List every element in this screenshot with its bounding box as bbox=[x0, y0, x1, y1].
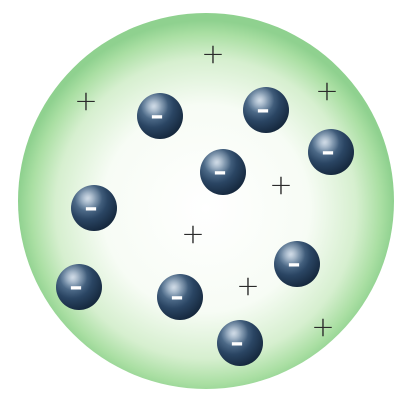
electron: – bbox=[56, 264, 102, 310]
electron: – bbox=[157, 274, 203, 320]
electron: – bbox=[308, 129, 354, 175]
positive-charge: + bbox=[181, 217, 204, 250]
positive-charge: + bbox=[311, 310, 334, 343]
electron: – bbox=[243, 87, 289, 133]
svg-text:–: – bbox=[171, 282, 184, 312]
svg-text:–: – bbox=[85, 193, 98, 223]
positive-charge: + bbox=[201, 37, 224, 70]
electron: – bbox=[137, 93, 183, 139]
svg-text:–: – bbox=[70, 272, 83, 302]
svg-text:–: – bbox=[151, 101, 164, 131]
positive-charge: + bbox=[269, 168, 292, 201]
svg-text:–: – bbox=[288, 249, 301, 279]
electron: – bbox=[274, 241, 320, 287]
positive-charge: + bbox=[74, 84, 97, 117]
svg-text:–: – bbox=[322, 137, 335, 167]
electron: – bbox=[217, 320, 263, 366]
positive-charge: + bbox=[236, 269, 259, 302]
electron: – bbox=[200, 149, 246, 195]
svg-text:–: – bbox=[257, 95, 270, 125]
positive-charge: + bbox=[315, 74, 338, 107]
electron: – bbox=[71, 185, 117, 231]
svg-text:–: – bbox=[231, 328, 244, 358]
svg-text:–: – bbox=[214, 157, 227, 187]
